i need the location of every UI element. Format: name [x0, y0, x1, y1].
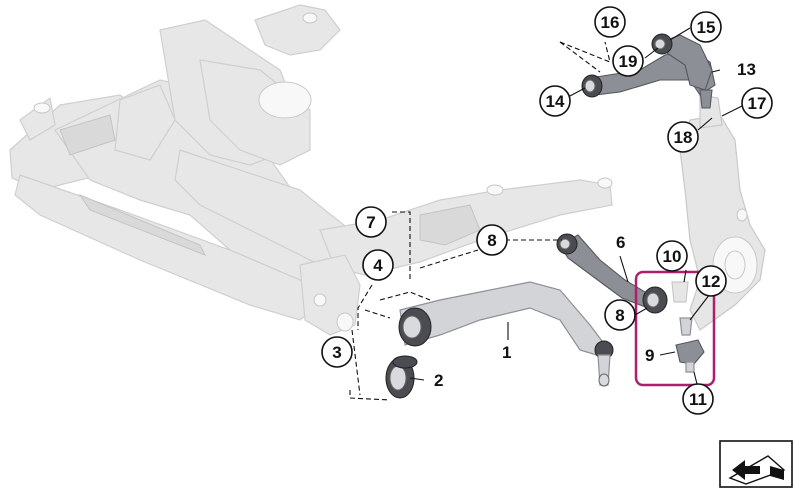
- callout-17: 17: [741, 87, 773, 119]
- callout-3-label: 3: [332, 343, 341, 362]
- callout-8-lower-label: 8: [615, 306, 624, 325]
- view-orientation-icon: [719, 440, 793, 488]
- front-axle-subframe: [9, 4, 613, 336]
- callout-9: 9: [645, 346, 654, 365]
- callout-1-label: 1: [502, 343, 511, 362]
- callout-6-label: 6: [616, 233, 625, 252]
- callout-7: 7: [355, 206, 387, 238]
- rubber-bushing: [385, 355, 418, 399]
- callout-14: 14: [539, 85, 571, 117]
- callout-9-label: 9: [645, 346, 654, 365]
- callout-12: 12: [695, 265, 727, 297]
- callout-1: 1: [502, 343, 511, 362]
- tension-strut: [556, 233, 668, 314]
- leader-lines: [409, 27, 743, 385]
- dashed-brackets: [349, 41, 611, 401]
- callout-2-label: 2: [434, 371, 443, 390]
- callout-6: 6: [616, 233, 625, 252]
- callout-16: 16: [594, 6, 626, 38]
- callout-10-label: 10: [663, 247, 682, 266]
- callout-11-label: 11: [689, 390, 707, 409]
- callout-13-label: 13: [737, 60, 756, 79]
- callout-4: 4: [362, 249, 394, 281]
- callout-14-label: 14: [546, 92, 565, 111]
- callout-19-label: 19: [619, 52, 638, 71]
- callout-2: 2: [434, 371, 443, 390]
- callout-18-label: 18: [674, 128, 693, 147]
- callout-19: 19: [612, 45, 644, 77]
- callout-3: 3: [321, 336, 353, 368]
- callout-13: 13: [737, 60, 756, 79]
- ball-joint-group: [671, 281, 705, 373]
- callout-17-label: 17: [748, 94, 767, 113]
- callout-7-label: 7: [366, 213, 375, 232]
- callout-16-label: 16: [601, 13, 620, 32]
- callout-4-label: 4: [373, 256, 383, 275]
- callout-15: 15: [690, 11, 722, 43]
- lower-control-arm: [398, 281, 614, 387]
- callout-12-label: 12: [702, 272, 721, 291]
- upper-control-arm: [581, 33, 716, 109]
- highlight-frame: [634, 270, 716, 387]
- callout-8-lower: 8: [604, 299, 636, 331]
- callout-11: 11: [682, 383, 714, 415]
- callout-8-upper: 8: [476, 224, 508, 256]
- callout-18: 18: [667, 121, 699, 153]
- callout-10: 10: [656, 240, 688, 272]
- callout-8-upper-label: 8: [487, 231, 496, 250]
- callout-15-label: 15: [697, 18, 716, 37]
